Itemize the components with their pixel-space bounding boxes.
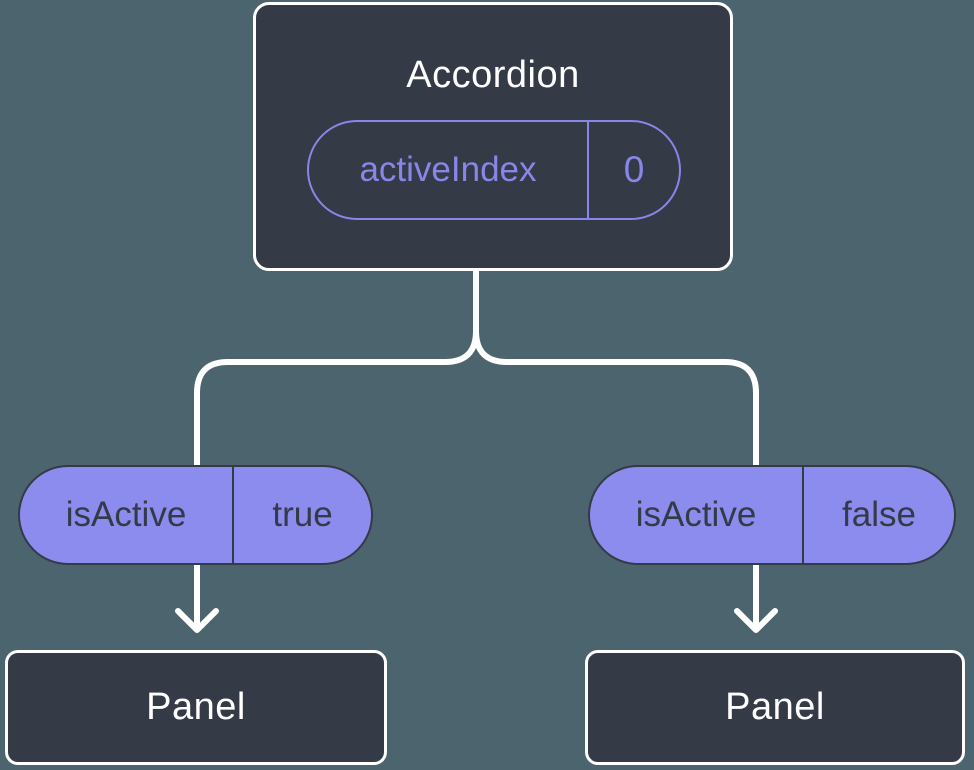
state-prop-name: isActive bbox=[590, 467, 804, 563]
state-prop-value: false bbox=[842, 495, 916, 534]
connector-right-branch bbox=[473, 263, 759, 468]
state-prop-value: true bbox=[272, 495, 333, 534]
is-active-true-pill: isActive true bbox=[18, 465, 373, 565]
state-prop-value: 0 bbox=[623, 149, 645, 190]
panel-node-left: Panel bbox=[5, 650, 387, 765]
panel-node-title: Panel bbox=[725, 686, 825, 728]
panel-node-title: Panel bbox=[146, 686, 246, 728]
panel-node-right: Panel bbox=[585, 650, 965, 765]
state-prop-name: isActive bbox=[20, 467, 234, 563]
accordion-node-title: Accordion bbox=[406, 54, 580, 96]
state-prop-name: activeIndex bbox=[309, 122, 589, 218]
is-active-false-pill: isActive false bbox=[588, 465, 956, 565]
arrow-down-icon bbox=[734, 608, 778, 633]
arrow-down-icon bbox=[175, 608, 219, 633]
connector-left-branch bbox=[194, 263, 479, 468]
active-index-state-pill: activeIndex 0 bbox=[307, 120, 681, 220]
